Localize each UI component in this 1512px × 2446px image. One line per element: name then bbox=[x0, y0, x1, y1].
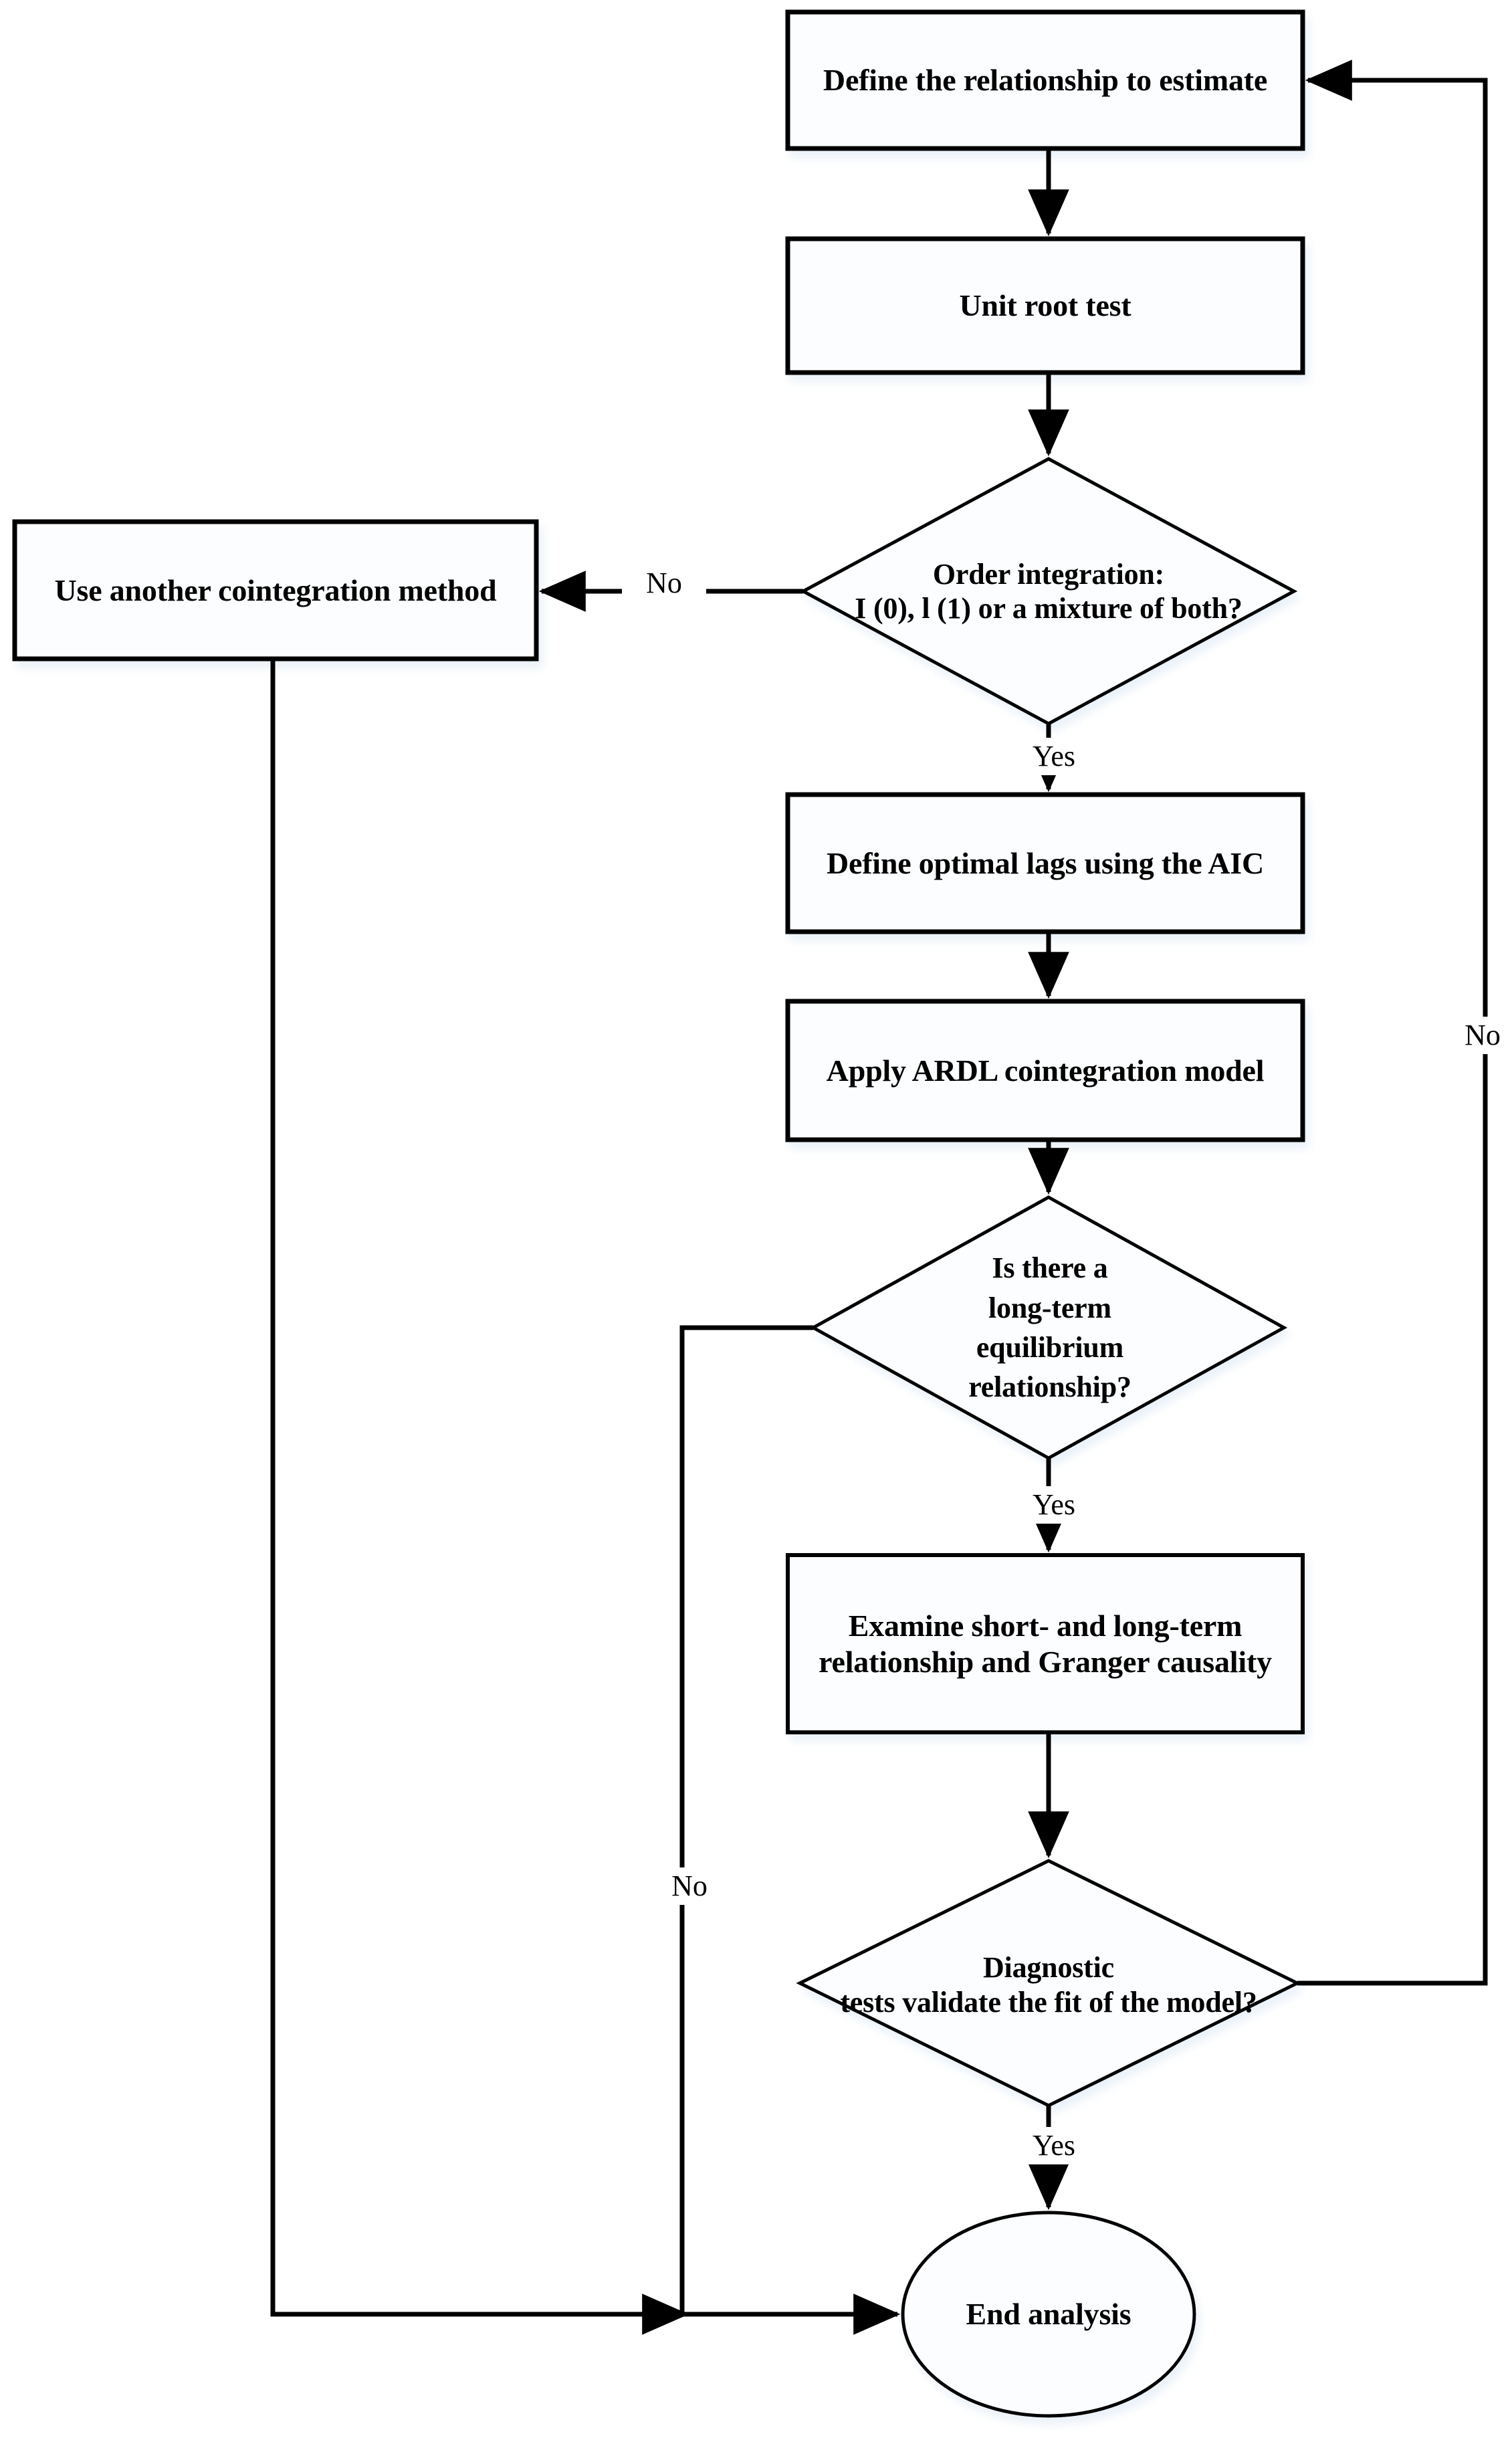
node-unit-root-test bbox=[785, 236, 1305, 375]
node-end-analysis bbox=[901, 2211, 1196, 2418]
edge-another-method-to-end bbox=[270, 659, 689, 2335]
node-long-term-equilibrium bbox=[809, 1195, 1288, 1460]
node-diagnostic-tests bbox=[796, 1859, 1301, 2108]
node-define-relationship bbox=[785, 9, 1305, 151]
node-another-cointegration-method bbox=[12, 519, 539, 661]
edge-longterm-no bbox=[679, 1325, 901, 2335]
node-apply-ardl bbox=[785, 999, 1305, 1142]
edge-diagnostic-no-loopback bbox=[1297, 60, 1488, 1986]
node-order-integration bbox=[799, 457, 1298, 726]
node-examine-relationship bbox=[786, 1553, 1305, 1734]
node-optimal-lags-aic bbox=[785, 792, 1305, 934]
